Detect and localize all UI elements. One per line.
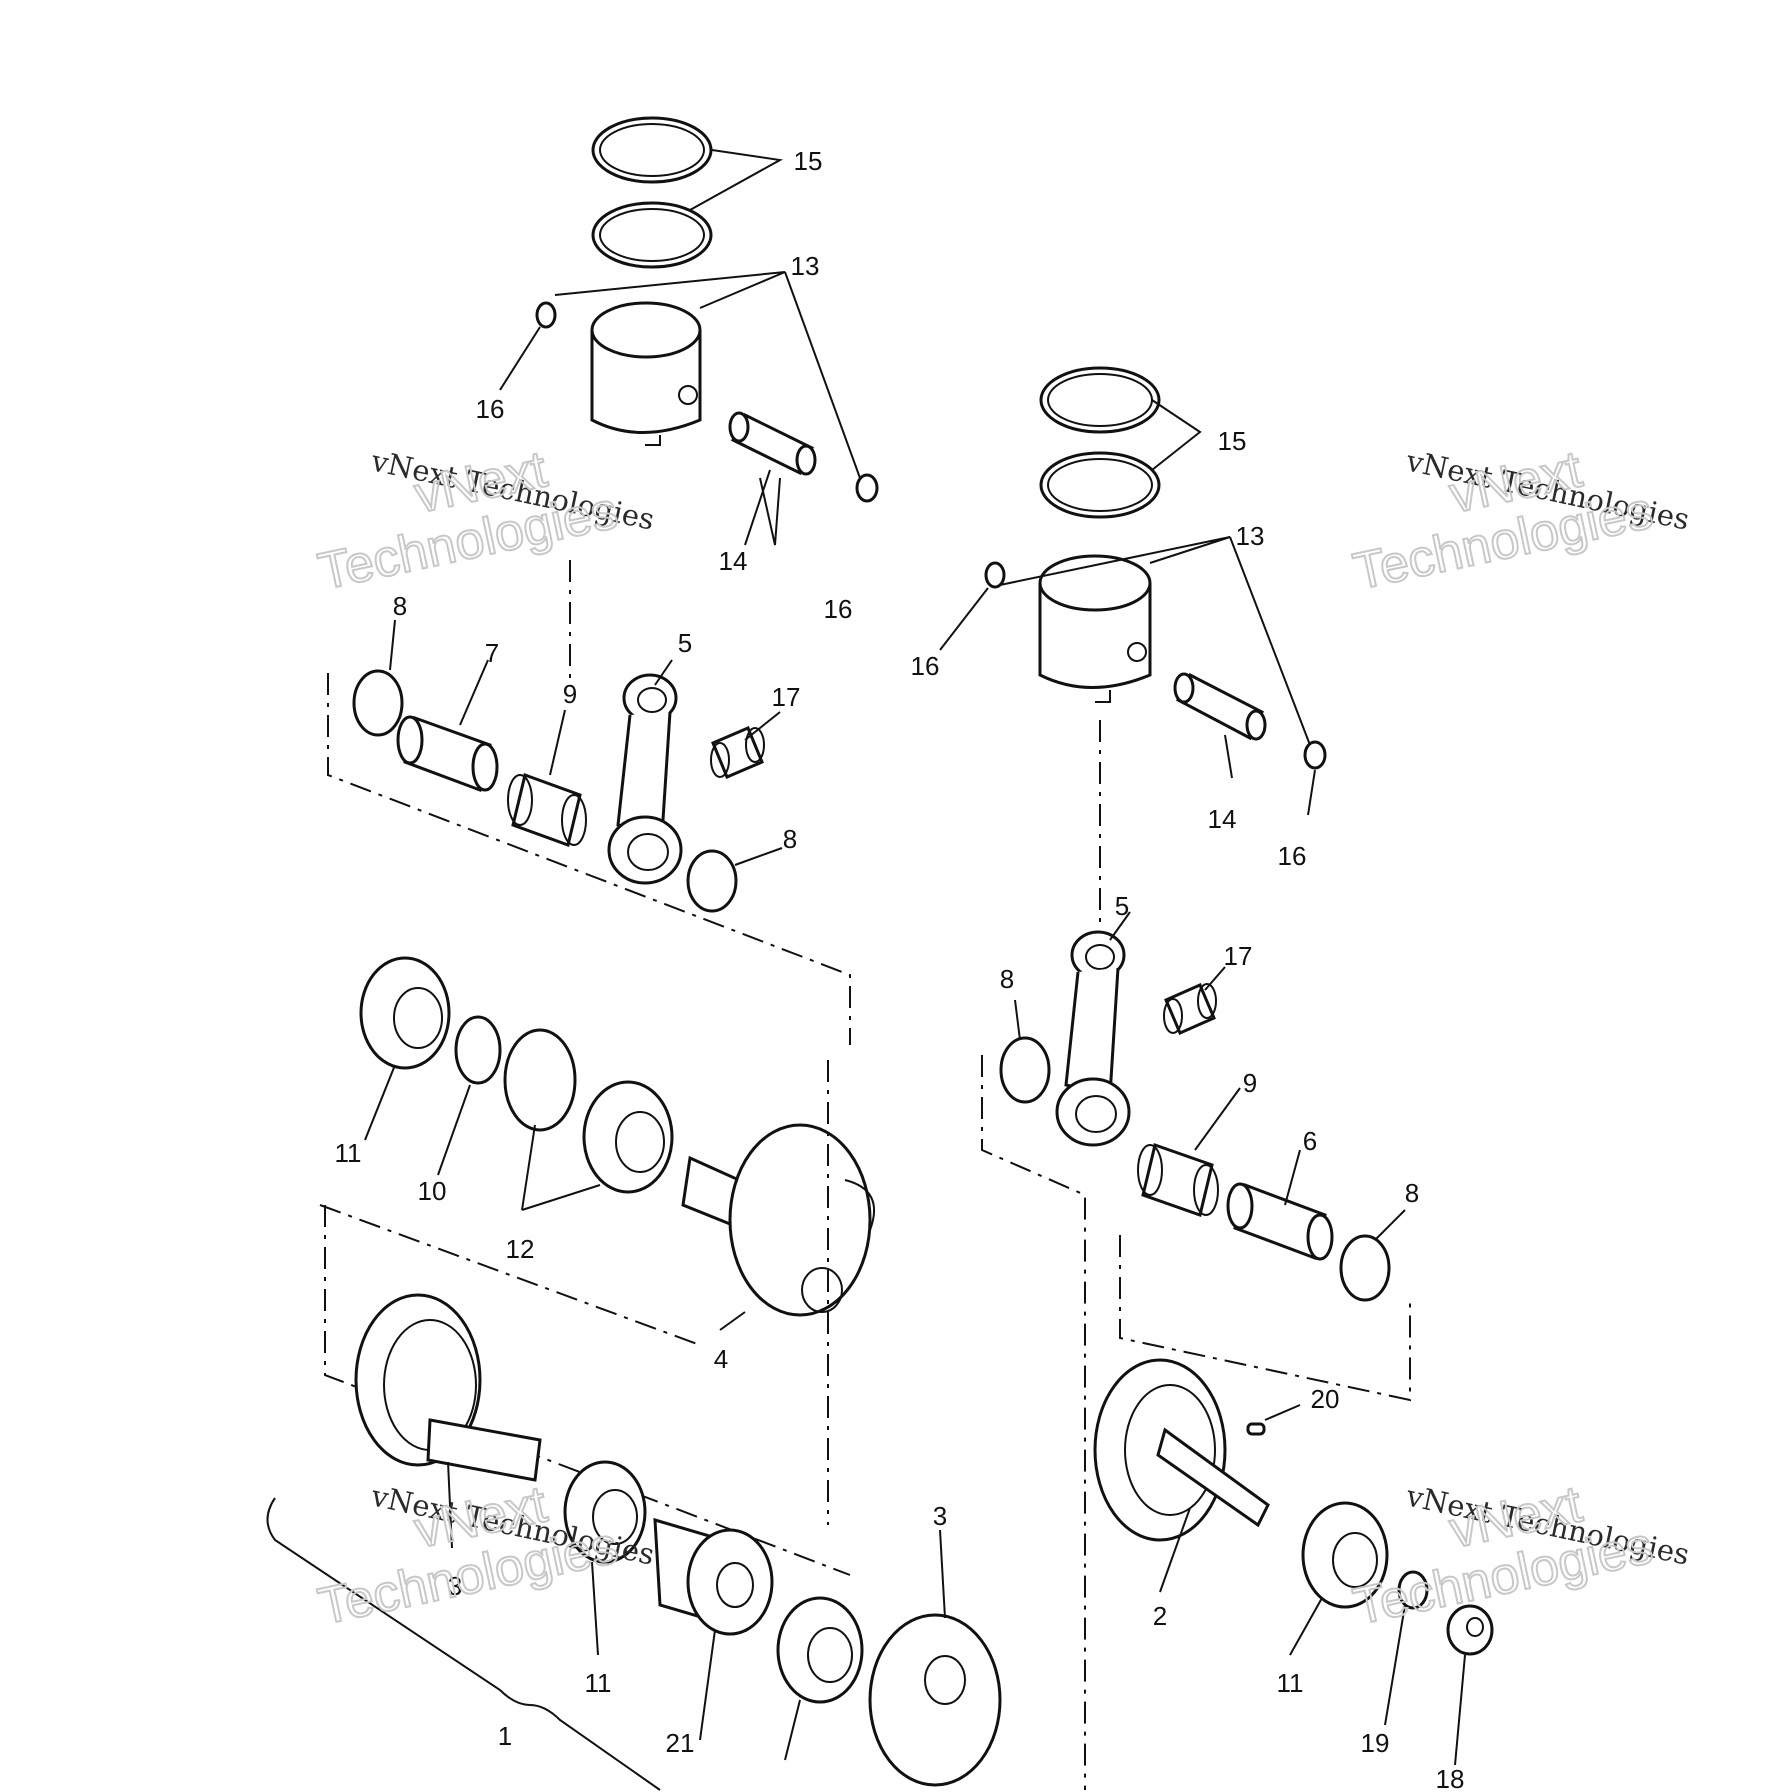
crank-pin-right (1226, 1182, 1334, 1261)
piston-ring-upper-right (1039, 366, 1161, 434)
callout-14-right: 14 (1208, 804, 1237, 834)
piston-ring-lower-right (1039, 451, 1161, 519)
retaining-ring-left (503, 1028, 577, 1132)
callout-5-right: 5 (1115, 891, 1129, 921)
crank-web-left (354, 1293, 542, 1482)
small-end-bearing-right (1163, 983, 1217, 1035)
callout-8-right-b: 8 (1405, 1178, 1419, 1208)
callout-16-left-a: 16 (476, 394, 505, 424)
callout-16-right-b: 16 (1278, 841, 1307, 871)
callout-10-left: 10 (418, 1176, 447, 1206)
main-bearing-left-inner (582, 1080, 674, 1194)
callout-15-right: 15 (1218, 426, 1247, 456)
main-bearing-right (1301, 1501, 1389, 1609)
callout-16-left-b: 16 (824, 594, 853, 624)
main-bearing-lower (776, 1596, 864, 1704)
piston-pin-right (1173, 672, 1267, 741)
circlip-main-left (454, 1015, 502, 1085)
main-bearing-center (563, 1460, 647, 1564)
circlip-right-a (984, 561, 1006, 589)
piston-ring-upper-left (591, 116, 713, 184)
callout-11-left: 11 (335, 1138, 362, 1168)
piston-pin-left (728, 411, 817, 476)
callout-3-left: 3 (448, 1571, 462, 1601)
crank-pin-left (396, 715, 499, 793)
callout-7-left: 7 (485, 638, 499, 668)
watermark-top-left-outline: vNext Technologies (313, 439, 624, 602)
assembly-bracket (266, 1497, 661, 1791)
callout-21: 21 (666, 1728, 695, 1758)
callout-8-right-a: 8 (1000, 964, 1014, 994)
callout-17-left: 17 (772, 682, 801, 712)
watermark-top-right-outline: vNext Technologies (1348, 439, 1659, 602)
callout-11-center: 11 (585, 1668, 612, 1698)
piston-left (590, 301, 702, 446)
washer-right (1397, 1570, 1429, 1610)
small-end-bearing-left (710, 726, 765, 779)
circlip-right-b (1303, 740, 1327, 770)
callout-5-left: 5 (678, 628, 692, 658)
crankshaft-half-left (681, 1123, 875, 1317)
circlip-left-b (855, 473, 879, 503)
circlip-left-a (535, 301, 557, 329)
crank-web-right-lower (868, 1613, 1002, 1787)
callout-11-right: 11 (1277, 1668, 1304, 1698)
callout-8-left-b: 8 (783, 824, 797, 854)
connecting-rod-right (1055, 930, 1131, 1147)
big-end-bearing-left (507, 773, 587, 847)
callout-8-left-a: 8 (393, 591, 407, 621)
nut-right (1446, 1604, 1494, 1656)
thrust-washer-right-b (1339, 1234, 1391, 1302)
callout-4-left: 4 (714, 1344, 728, 1374)
callout-13-left: 13 (791, 251, 820, 281)
callout-6-right: 6 (1303, 1126, 1317, 1156)
piston-ring-lower-left (591, 201, 713, 269)
main-bearing-left-outer (359, 956, 451, 1070)
callout-14-left: 14 (719, 546, 748, 576)
callout-9-left: 9 (563, 679, 577, 709)
callout-17-right: 17 (1224, 941, 1253, 971)
callout-16-right-a: 16 (911, 651, 940, 681)
callout-3-right: 3 (933, 1501, 947, 1531)
callout-19: 19 (1361, 1728, 1390, 1758)
piston-right (1038, 554, 1152, 703)
callout-9-right: 9 (1243, 1068, 1257, 1098)
callout-15-left: 15 (794, 146, 823, 176)
thrust-washer-right-a (999, 1036, 1051, 1104)
callout-12-left: 12 (506, 1234, 535, 1264)
callout-labels: 15 13 16 14 16 8 7 9 5 17 8 11 10 12 4 3… (335, 146, 1465, 1792)
leader-lines (364, 149, 1466, 1766)
callout-2: 2 (1153, 1601, 1167, 1631)
big-end-bearing-right (1137, 1143, 1219, 1217)
labyrinth-seal (653, 1517, 774, 1636)
callout-18: 18 (1436, 1764, 1465, 1792)
callout-20: 20 (1311, 1384, 1340, 1414)
thrust-washer-left-b (686, 849, 738, 913)
thrust-washer-left-a (352, 669, 404, 737)
crankshaft-half-right (1093, 1358, 1270, 1542)
connecting-rod-left (607, 673, 683, 885)
callout-1: 1 (498, 1721, 512, 1751)
callout-13-right: 13 (1236, 521, 1265, 551)
woodruff-key (1246, 1422, 1266, 1436)
